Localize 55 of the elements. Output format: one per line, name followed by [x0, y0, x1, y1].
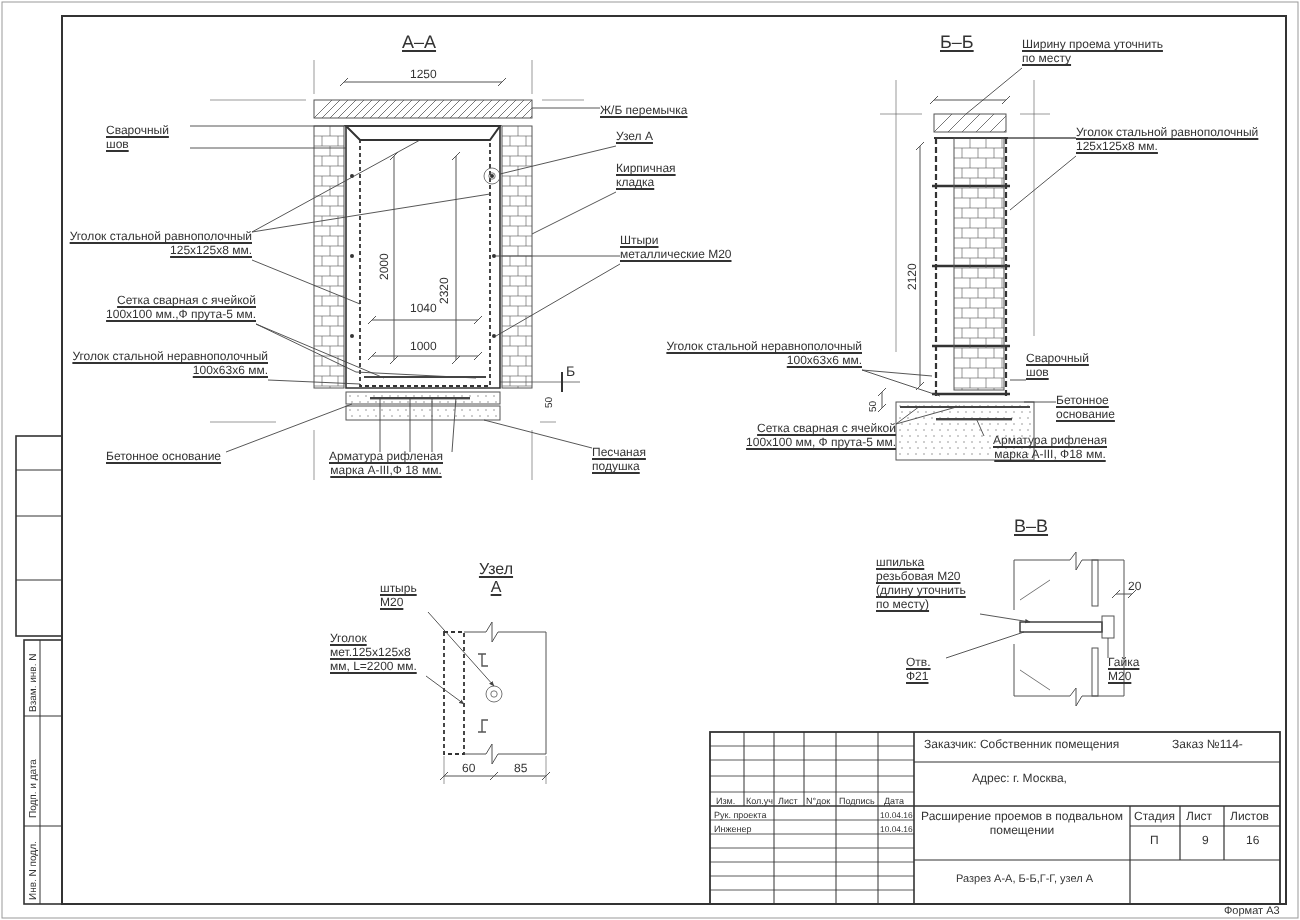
- leader-line: [945, 631, 1025, 659]
- pin-mark: [492, 334, 496, 338]
- lintel: [313, 99, 533, 119]
- leader-line: [251, 193, 491, 233]
- leader-line: [495, 255, 621, 257]
- leader-line: [495, 263, 621, 337]
- pin-mark: [350, 174, 354, 178]
- leader-line: [1023, 401, 1057, 403]
- leader-line: [499, 145, 617, 175]
- leader-line: [531, 107, 601, 109]
- concrete-base: [345, 391, 501, 405]
- pin-mark: [490, 174, 494, 178]
- steel-angle-frame: [932, 136, 1010, 396]
- leader-line: [255, 323, 385, 379]
- leader-line: [251, 259, 361, 305]
- leader-line: [431, 396, 433, 453]
- pin-mark: [350, 334, 354, 338]
- pin-mark: [350, 254, 354, 258]
- leader-line: [1005, 137, 1077, 139]
- steel-angle: [359, 139, 491, 387]
- threaded-stud: [1019, 621, 1103, 633]
- section-title: В–В: [1014, 516, 1049, 536]
- steel-angle: [443, 631, 465, 755]
- section-title: А–А: [402, 32, 437, 52]
- detail-marker: [483, 167, 501, 185]
- leader-line: [267, 379, 361, 385]
- leader-line: [965, 67, 1023, 115]
- leader-line: [861, 369, 933, 377]
- leader-line: [531, 191, 617, 235]
- brick-wall: [953, 137, 1005, 391]
- leader-line: [409, 396, 411, 453]
- leader-line: [189, 147, 347, 149]
- nut: [1101, 615, 1115, 639]
- leader-line: [451, 396, 457, 453]
- section-title: Б–Б: [940, 32, 974, 52]
- leader-line: [379, 396, 381, 453]
- leader-line: [225, 403, 353, 453]
- leader-line: [895, 405, 921, 425]
- lintel: [933, 113, 1007, 133]
- sand-cushion: [345, 405, 501, 421]
- leader-line: [251, 139, 421, 233]
- section-title: Узел А: [476, 560, 516, 596]
- pin-mark: [492, 254, 496, 258]
- leader-line: [483, 419, 593, 449]
- leader-line: [1107, 637, 1109, 659]
- brick-wall: [313, 125, 345, 389]
- leader-line: [895, 405, 961, 425]
- leader-line: [1009, 155, 1077, 211]
- leader-line: [861, 369, 941, 397]
- leader-line: [255, 323, 477, 379]
- leader-line: [1009, 379, 1027, 381]
- pin-mark: [485, 685, 503, 703]
- leader-line: [189, 125, 411, 127]
- brick-wall: [501, 125, 533, 389]
- leader-line: [975, 417, 985, 437]
